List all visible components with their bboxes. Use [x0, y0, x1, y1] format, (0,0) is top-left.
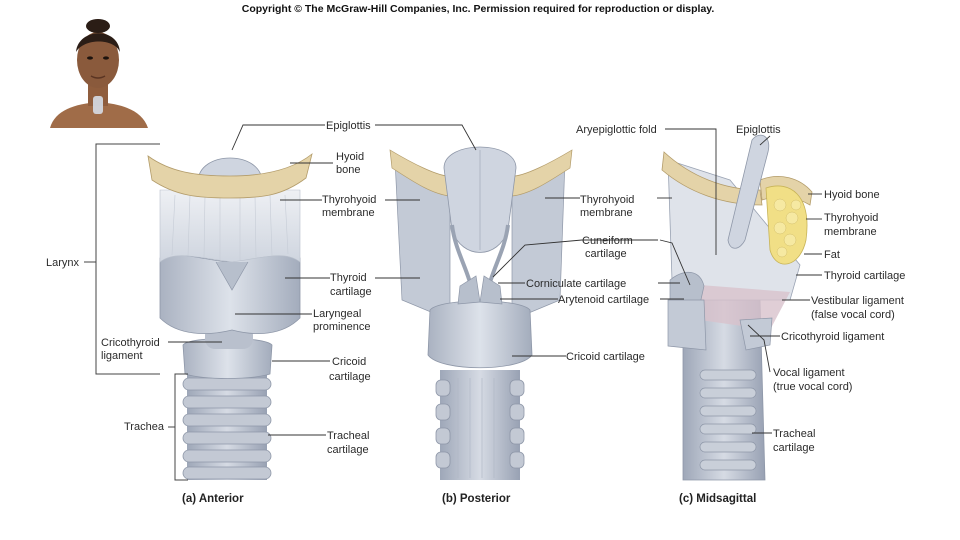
label-thyroid-cartilage-midsagittal: Thyroid cartilage [824, 270, 905, 282]
label-cricothyroid-ligament-line1: Cricothyroid [101, 337, 160, 349]
label-larynx: Larynx [46, 257, 80, 269]
label-hyoid-bone-midsagittal: Hyoid bone [824, 189, 880, 201]
label-thyrohyoid-anterior-line2: membrane [322, 207, 375, 219]
label-vestibular-ligament-line1: Vestibular ligament [811, 295, 904, 307]
label-tracheal-cartilage-anterior-line1: Tracheal [327, 430, 369, 442]
label-thyrohyoid-posterior-line1: Thyrohyoid [580, 194, 634, 206]
posterior-view-illustration [390, 147, 572, 480]
label-thyrohyoid-anterior-line1: Thyrohyoid [322, 194, 376, 206]
label-fat: Fat [824, 249, 840, 261]
label-cricoid-cartilage-posterior: Cricoid cartilage [566, 351, 645, 363]
label-thyroid-cartilage-line2: cartilage [330, 286, 372, 298]
label-arytenoid-cartilage: Arytenoid cartilage [558, 294, 649, 306]
caption-posterior: (b) Posterior [442, 493, 511, 505]
label-epiglottis-anterior: Epiglottis [326, 120, 371, 132]
label-aryepiglottic-fold: Aryepiglottic fold [576, 124, 657, 136]
label-trachea: Trachea [124, 421, 165, 433]
label-cuneiform-cartilage-line2: cartilage [585, 248, 627, 260]
label-hyoid-bone-line2: bone [336, 164, 360, 176]
label-cricoid-cartilage-line1: Cricoid [332, 356, 366, 368]
label-tracheal-cartilage-midsagittal-line2: cartilage [773, 442, 815, 454]
caption-anterior: (a) Anterior [182, 493, 244, 505]
caption-midsagittal: (c) Midsagittal [679, 493, 756, 505]
label-thyrohyoid-midsagittal-line2: membrane [824, 226, 877, 238]
label-cuneiform-cartilage-line1: Cuneiform [582, 235, 633, 247]
label-tracheal-cartilage-midsagittal-line1: Tracheal [773, 428, 815, 440]
label-hyoid-bone-line1: Hyoid [336, 151, 364, 163]
label-thyroid-cartilage-line1: Thyroid [330, 272, 367, 284]
label-laryngeal-prominence-line2: prominence [313, 321, 370, 333]
copyright-text: Copyright © The McGraw-Hill Companies, I… [242, 3, 715, 15]
label-tracheal-cartilage-anterior-line2: cartilage [327, 444, 369, 456]
label-cricothyroid-ligament-midsagittal: Cricothyroid ligament [781, 331, 884, 343]
label-cricothyroid-ligament-line2: ligament [101, 350, 143, 362]
label-vocal-ligament-line2: (true vocal cord) [773, 381, 852, 393]
trachea-bracket [175, 374, 188, 480]
anterior-view-illustration [148, 154, 312, 480]
label-vocal-ligament-line1: Vocal ligament [773, 367, 845, 379]
label-laryngeal-prominence-line1: Laryngeal [313, 308, 361, 320]
label-cricoid-cartilage-line2: cartilage [329, 371, 371, 383]
label-corniculate-cartilage: Corniculate cartilage [526, 278, 626, 290]
label-epiglottis-midsagittal: Epiglottis [736, 124, 781, 136]
label-thyrohyoid-midsagittal-line1: Thyrohyoid [824, 212, 878, 224]
label-vestibular-ligament-line2: (false vocal cord) [811, 309, 895, 321]
person-portrait-image [46, 18, 151, 128]
label-thyrohyoid-posterior-line2: membrane [580, 207, 633, 219]
